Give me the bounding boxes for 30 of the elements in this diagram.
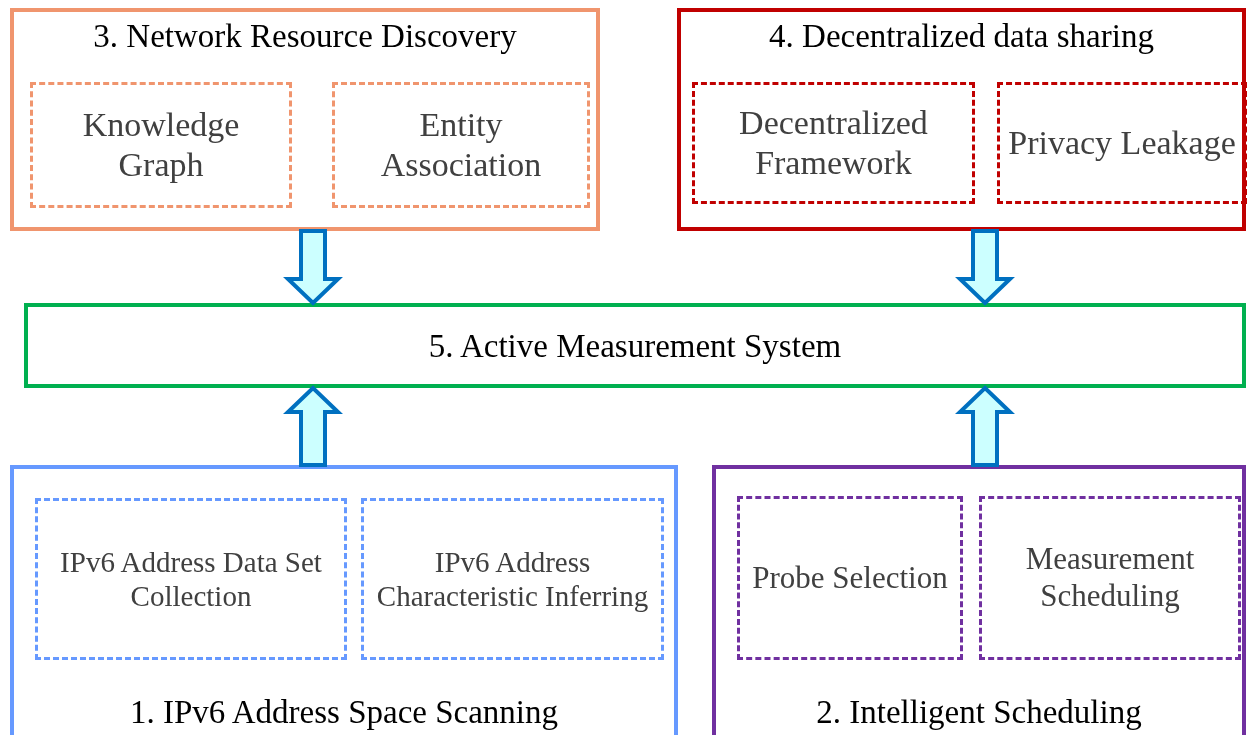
module-title: 3. Network Resource Discovery [92,18,518,55]
block-arrow [283,229,343,306]
dashed-box [737,496,963,660]
dashed-box [979,496,1241,660]
module-box [10,8,600,231]
dashed-box [332,82,590,208]
module-box [10,465,678,735]
block-arrow [955,229,1015,306]
block-arrow [955,385,1015,467]
box-label: IPv6 Address Characteristic Inferring [375,544,650,614]
box-label: Knowledge Graph [81,104,241,185]
block-arrow [283,385,343,467]
dashed-box [35,498,347,660]
module-title: 2. Intelligent Scheduling [815,694,1143,731]
dashed-box [361,498,664,660]
dashed-box [30,82,292,208]
box-label: Entity Association [379,104,543,185]
module-box [677,8,1246,231]
box-label: Decentralized Framework [738,102,929,183]
box-label: Probe Selection [751,559,949,597]
box-label: Measurement Scheduling [1024,541,1196,615]
box-label: Privacy Leakage [1007,122,1237,163]
system-band [24,303,1246,388]
module-title: 5. Active Measurement System [427,327,843,364]
module-title: 4. Decentralized data sharing [768,18,1155,55]
dashed-box [692,82,975,204]
module-box [712,465,1246,735]
module-title: 1. IPv6 Address Space Scanning [128,694,559,731]
dashed-box [997,82,1247,204]
box-label: IPv6 Address Data Set Collection [59,544,323,614]
